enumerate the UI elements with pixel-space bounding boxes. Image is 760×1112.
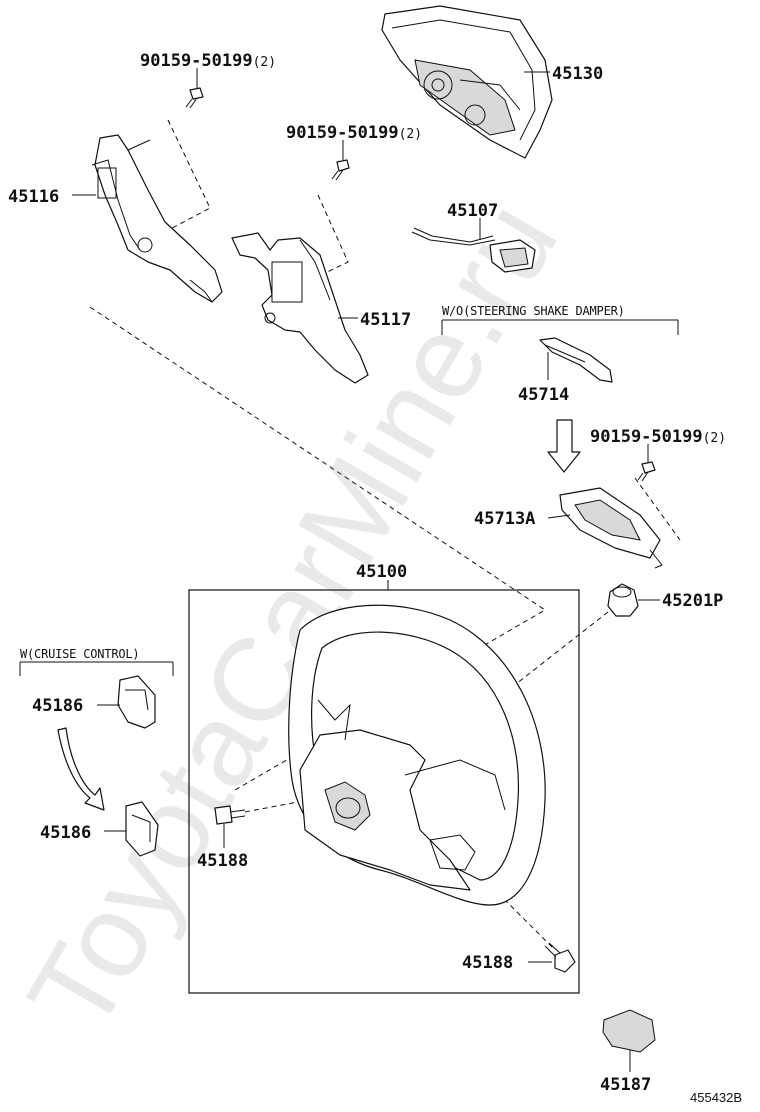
damper-leader <box>547 514 571 519</box>
screw-right-illustration <box>637 461 656 482</box>
damper-bracket-label: 45714 <box>518 385 569 405</box>
screw-middle-illustration <box>331 159 350 181</box>
bolt-left-label: 45188 <box>197 851 248 871</box>
assembly-line-45117-screw <box>289 194 349 291</box>
screw-top-left-illustration <box>185 87 204 109</box>
lower-cover-right-illustration <box>231 232 369 384</box>
screw-top-left-label: 90159-50199(2) <box>140 51 276 71</box>
cruise-control-bracket <box>19 661 174 676</box>
no-shake-damper-bracket <box>441 319 679 335</box>
damper-bracket-illustration <box>539 337 613 383</box>
screw-right-label: 90159-50199(2) <box>590 427 726 447</box>
assembly-line-bolt-left <box>244 799 309 813</box>
lower-cover-left-label: 45116 <box>8 187 59 207</box>
spiral-cable-label: 45107 <box>447 201 498 221</box>
assembly-line-45113-screw <box>634 477 681 541</box>
variant-arrow-down <box>547 419 581 473</box>
variant-arrow-curved <box>57 727 105 811</box>
bolt-left-illustration <box>214 805 246 825</box>
cap-illustration <box>602 1009 656 1053</box>
bolt-bottom-label: 45188 <box>462 953 513 973</box>
no-shake-damper-caption: W/O(STEERING SHAKE DAMPER) <box>442 304 625 318</box>
horn-pad-label: 45130 <box>552 64 603 84</box>
steering-wheel-label: 45100 <box>356 562 407 582</box>
horn-pad-illustration <box>381 5 553 159</box>
nut-label: 45201P <box>662 591 723 611</box>
switch-cover-a-illustration <box>117 675 156 729</box>
steering-wheel-illustration <box>288 604 546 906</box>
spiral-cable-illustration <box>411 227 536 273</box>
switch-cover-b-label: 45186 <box>40 823 91 843</box>
cruise-control-caption: W(CRUISE CONTROL) <box>20 647 139 661</box>
steering-wheel-group-box <box>188 589 580 994</box>
bolt-bottom-illustration <box>544 942 576 973</box>
lower-cover-left-illustration <box>91 134 223 303</box>
switch-cover-b-illustration <box>125 801 159 857</box>
lower-cover-right-label: 45117 <box>360 310 411 330</box>
illustration-id: 455432B <box>690 1090 742 1105</box>
assembly-line-bolt-bottom <box>484 879 556 951</box>
damper-label: 45713A <box>474 509 535 529</box>
cap-label: 45187 <box>600 1075 651 1095</box>
screw-middle-label: 90159-50199(2) <box>286 123 422 143</box>
nut-illustration <box>607 583 639 617</box>
damper-illustration <box>559 487 663 569</box>
switch-cover-a-label: 45186 <box>32 696 83 716</box>
